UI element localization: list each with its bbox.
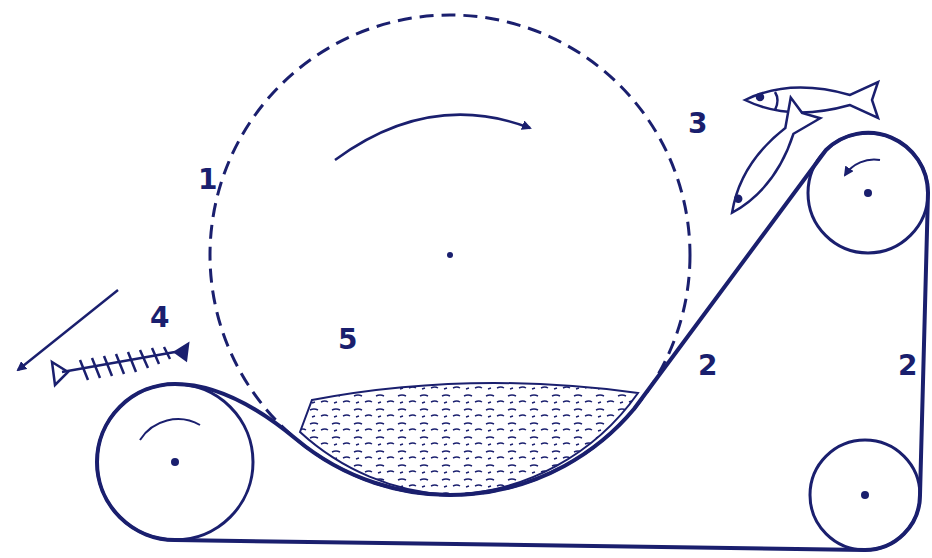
callout-number: 4 [150,304,169,332]
callout-number: 2 [698,352,717,380]
callout-number: 2 [898,352,917,380]
press-belt [97,133,928,550]
fish-mince [300,383,638,495]
rotation-arrow [335,115,530,160]
callout-number: 5 [338,326,357,354]
perforated-drum [210,15,690,495]
discharge-arrow [18,290,118,370]
callout-number: 1 [198,166,217,194]
drum-axis [447,252,453,258]
fish [717,82,878,223]
callout-number: 3 [688,110,707,138]
fish-skeleton [52,344,188,385]
